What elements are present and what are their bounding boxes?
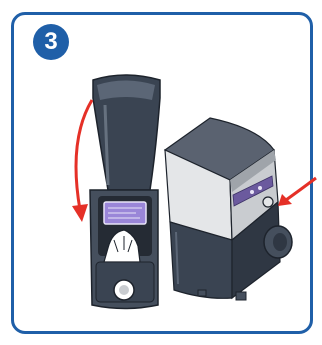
closed-device [165, 118, 292, 300]
curved-arrow-down-icon [72, 100, 92, 222]
open-device [90, 75, 160, 309]
side-button-icon [263, 197, 273, 207]
arrow-pointing-to-button-icon [278, 178, 316, 206]
